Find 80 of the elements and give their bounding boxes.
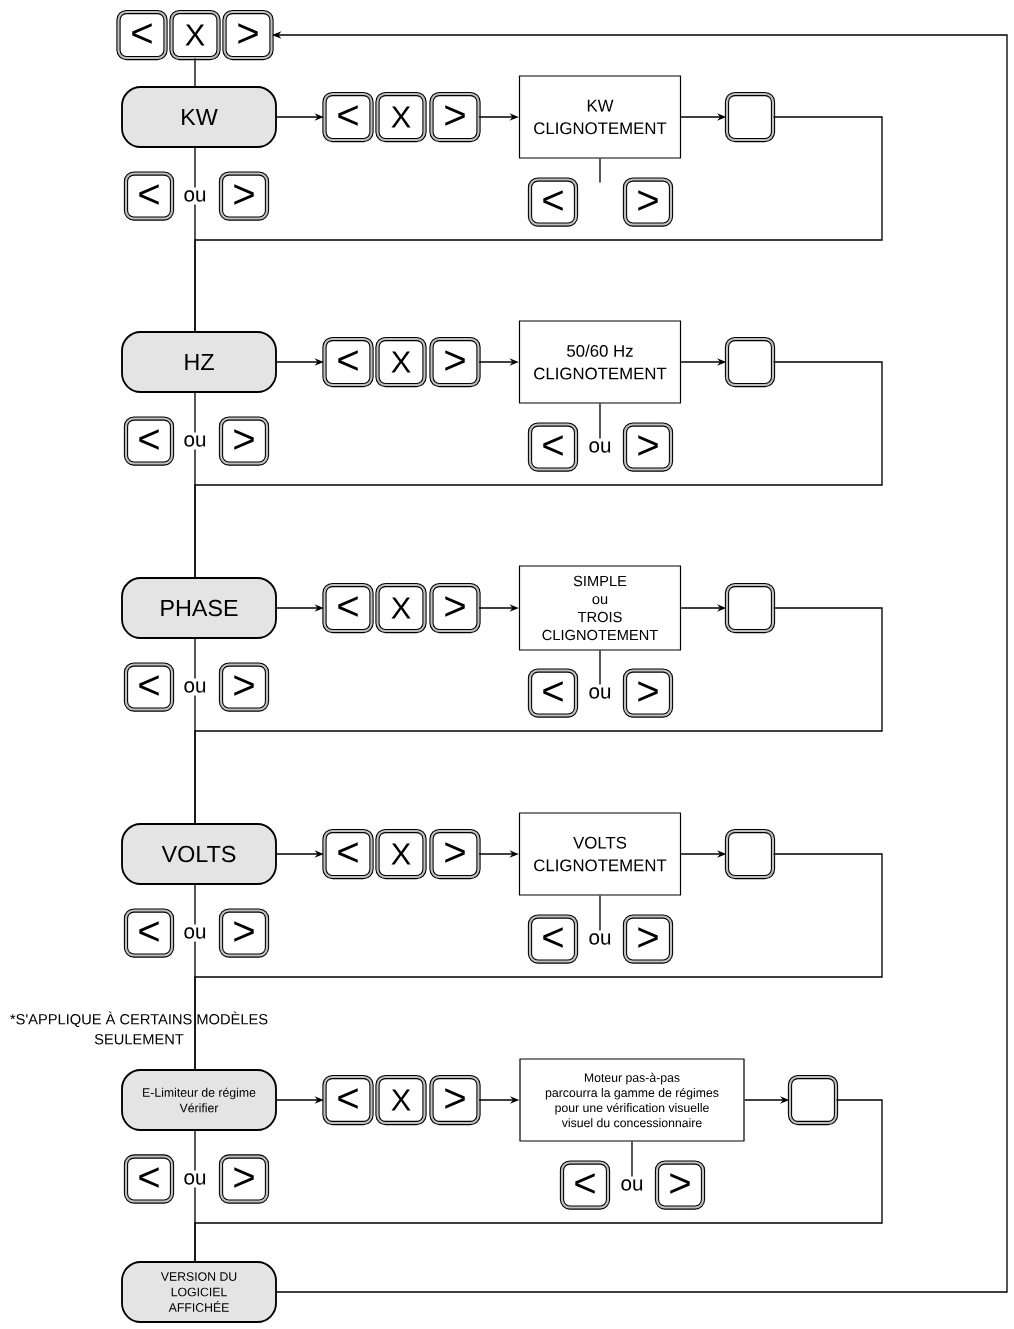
or-label: ou (589, 687, 611, 699)
rounded-box: E-Limiteur de régime Vérifier (121, 1069, 277, 1131)
connector-line (194, 853, 883, 1070)
arrow-button: > (218, 171, 270, 221)
arrow-button: < (559, 1160, 611, 1210)
connector-line (599, 402, 601, 440)
arrow-button: < (527, 668, 579, 718)
blank-button (787, 1074, 839, 1126)
arrow-button: < (123, 416, 175, 466)
arrow-button: > (218, 662, 270, 712)
blank-button (724, 582, 776, 634)
footnote-text: *S'APPLIQUE À CERTAINS MODÈLES SEULEMENT (10, 1011, 268, 1045)
arrow-button: < (123, 1154, 175, 1204)
cross-button: X (375, 1074, 427, 1126)
process-box: Moteur pas-à-pas parcourra la gamme de régimes pour une vérification visuelle visuel du concessionnaire (519, 1058, 745, 1142)
arrow-button: > (622, 422, 674, 472)
arrow-button: > (622, 914, 674, 964)
arrow-button: > (429, 828, 481, 880)
rounded-box: PHASE (121, 577, 277, 639)
connector-line (194, 1130, 196, 1172)
connector-line (194, 361, 883, 578)
process-box: SIMPLE ou TROIS CLIGNOTEMENT (518, 565, 682, 651)
process-box: VOLTS CLIGNOTEMENT (518, 812, 682, 896)
or-label: ou (589, 933, 611, 945)
or-label: ou (589, 441, 611, 453)
arrow-button: < (322, 336, 374, 388)
connector-line (599, 157, 601, 184)
connector-line (194, 116, 883, 332)
arrow-button: < (123, 908, 175, 958)
arrow-button: > (622, 668, 674, 718)
arrow-button: < (322, 1074, 374, 1126)
connector-line (194, 392, 196, 434)
cross-button: X (375, 91, 427, 143)
rounded-box: HZ (121, 331, 277, 393)
cross-button: X (169, 9, 221, 61)
arrow-button: < (322, 828, 374, 880)
arrow-button: > (218, 416, 270, 466)
arrow-button: < (123, 171, 175, 221)
or-label: ou (184, 927, 206, 939)
rounded-box: KW (121, 86, 277, 148)
process-box: 50/60 Hz CLIGNOTEMENT (518, 320, 682, 404)
connector-line (194, 57, 196, 87)
cross-button: X (375, 582, 427, 634)
connector-line (194, 607, 883, 824)
blank-button (724, 91, 776, 143)
arrow-button: > (429, 91, 481, 143)
connector-line (194, 147, 196, 189)
arrow-button: < (116, 9, 168, 61)
connector-line (194, 884, 196, 926)
connector-line (194, 1099, 883, 1262)
blank-button (724, 336, 776, 388)
arrow-button: > (654, 1160, 706, 1210)
arrow-button: < (527, 177, 579, 227)
or-label: ou (184, 1173, 206, 1185)
arrow-button: < (123, 662, 175, 712)
process-box: KW CLIGNOTEMENT (518, 75, 682, 159)
connector-line (631, 1140, 633, 1178)
arrow-button: < (527, 422, 579, 472)
arrow-button: > (622, 177, 674, 227)
arrow-button: > (222, 9, 274, 61)
rounded-box: VERSION DU LOGICIEL AFFICHÉE (121, 1261, 277, 1323)
or-label: ou (184, 435, 206, 447)
arrow-button: > (218, 1154, 270, 1204)
arrow-button: < (527, 914, 579, 964)
or-label: ou (184, 681, 206, 693)
arrow-button: > (429, 582, 481, 634)
arrow-button: > (429, 336, 481, 388)
blank-button (724, 828, 776, 880)
cross-button: X (375, 336, 427, 388)
arrow-button: > (429, 1074, 481, 1126)
connector-line (194, 638, 196, 680)
or-label: ou (621, 1179, 643, 1191)
connector-line (599, 894, 601, 932)
arrow-button: < (322, 91, 374, 143)
arrow-button: < (322, 582, 374, 634)
or-label: ou (184, 190, 206, 202)
connector-line (599, 649, 601, 686)
cross-button: X (375, 828, 427, 880)
arrow-button: > (218, 908, 270, 958)
rounded-box: VOLTS (121, 823, 277, 885)
